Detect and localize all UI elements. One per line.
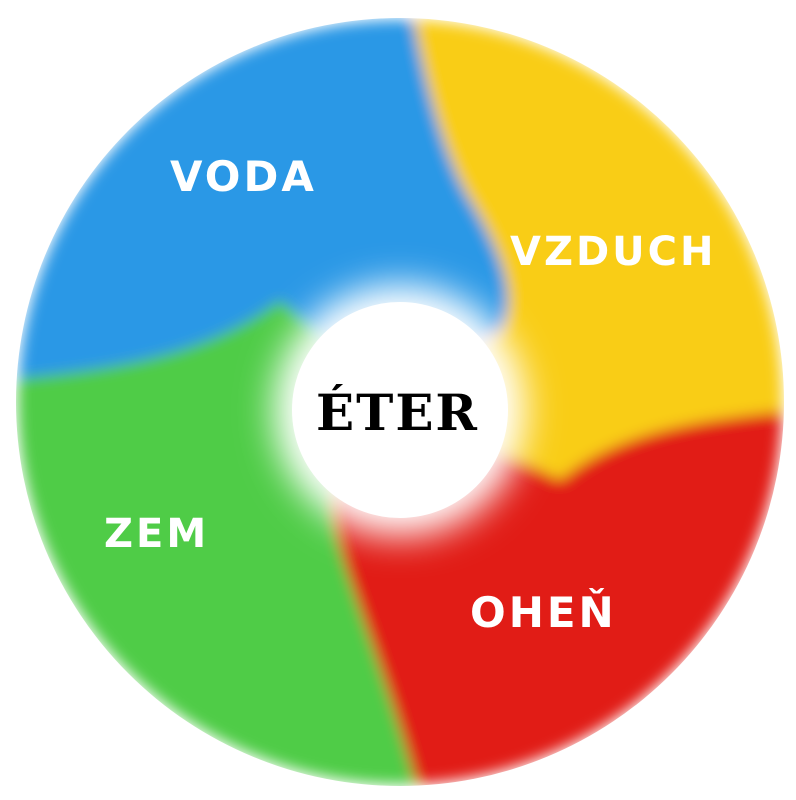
label-zem: ZEM xyxy=(104,511,210,557)
label-voda: VODA xyxy=(170,152,317,201)
label-vzduch: VZDUCH xyxy=(510,229,717,275)
center-label-eter: ÉTER xyxy=(316,383,479,442)
label-ohen: OHEŇ xyxy=(470,588,617,637)
center-disc-core xyxy=(292,302,508,518)
